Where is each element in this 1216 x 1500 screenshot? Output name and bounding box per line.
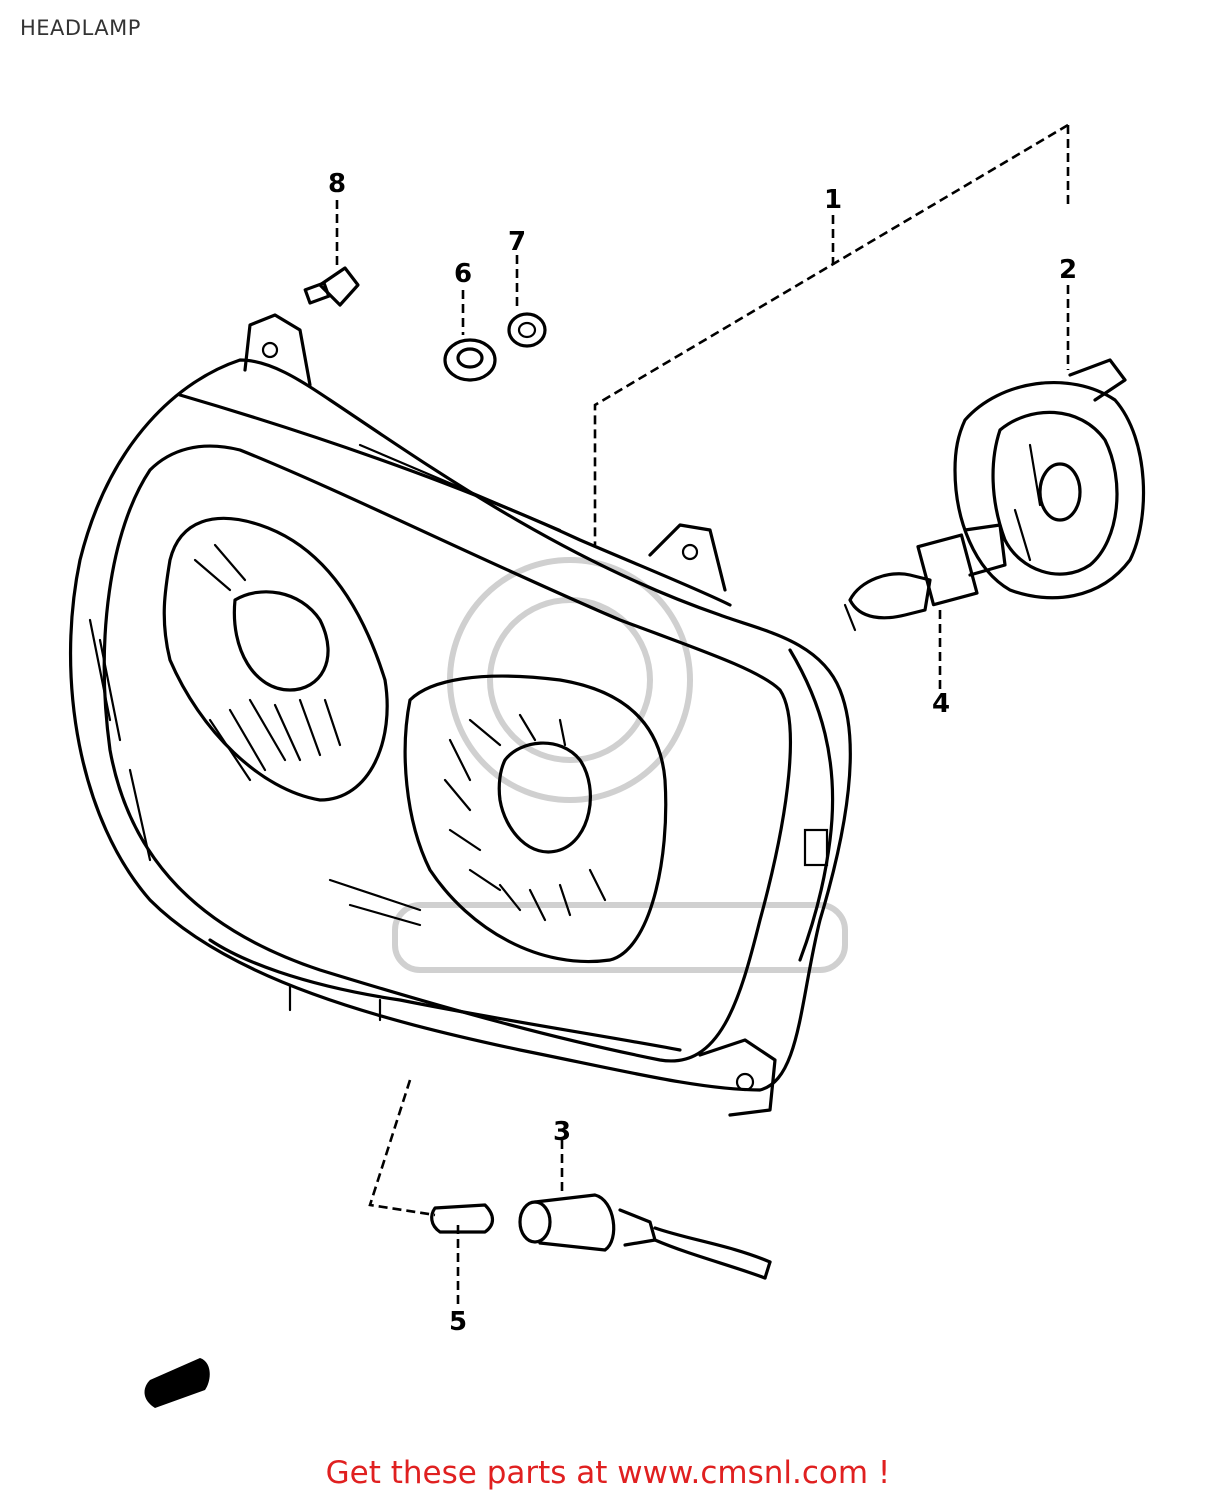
callout-1: 1 bbox=[824, 185, 842, 215]
socket-cover-part-2 bbox=[953, 358, 1146, 600]
grommet-part-6 bbox=[443, 338, 497, 382]
callout-5: 5 bbox=[449, 1307, 467, 1337]
socket-part-3 bbox=[518, 1193, 772, 1280]
callout-3: 3 bbox=[553, 1117, 571, 1147]
callout-2: 2 bbox=[1059, 255, 1077, 285]
bulb-part-4 bbox=[843, 523, 1007, 632]
bolt-part-8 bbox=[303, 266, 360, 307]
footer-link[interactable]: Get these parts at www.cmsnl.com ! bbox=[325, 1455, 891, 1491]
callout-6: 6 bbox=[454, 259, 472, 289]
diagram-title: HEADLAMP bbox=[20, 16, 141, 40]
callout-7: 7 bbox=[508, 227, 526, 257]
leader-lines bbox=[335, 123, 1070, 1305]
callout-4: 4 bbox=[932, 689, 950, 719]
callout-8: 8 bbox=[328, 169, 346, 199]
headlamp-assembly bbox=[68, 313, 852, 1117]
washer-part-7 bbox=[507, 312, 547, 348]
bulb-part-5 bbox=[430, 1203, 495, 1234]
front-arrow-icon bbox=[144, 1358, 210, 1408]
